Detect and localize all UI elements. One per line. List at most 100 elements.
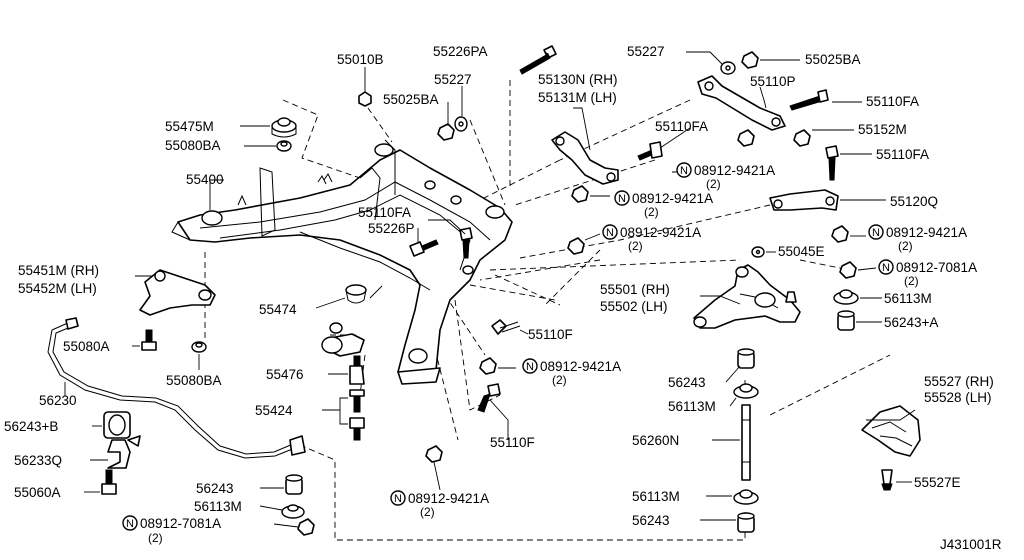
label-56113m-low: 56113M [194,499,242,514]
svg-text:N: N [606,227,614,239]
label-55080ba-low: 55080BA [166,373,222,388]
label-55110p: 55110P [750,74,796,89]
label-56243a: 56243+A [884,315,938,330]
label-55131m: 55131M (LH) [538,90,617,105]
rear-suspension-member-55400 [171,139,513,385]
bolt-55080a [141,329,157,351]
part-labels: 55010B 55226PA 55227 55025BA 55227 55130… [4,44,1002,552]
svg-text:N: N [526,361,534,373]
leader-lines [64,51,916,528]
nut-08912-5 [479,357,497,375]
label-55080ba-top: 55080BA [165,138,221,153]
splash-guard-55527 [861,405,921,457]
label-55475m: 55475M [165,119,214,134]
label-55527-rh: 55527 (RH) [924,374,994,389]
n-symbol-5: N [878,259,894,275]
label-08912-9421a-5: 08912-9421A [540,359,621,374]
mount-insulator-55475m [271,117,297,138]
label-08912-7081a-l-qty: (2) [148,531,163,545]
label-55501: 55501 (RH) [600,282,670,297]
seat-56113m-r3 [733,489,759,505]
figure-code: J431001R [940,537,1002,552]
label-55110fa-left: 55110FA [358,205,411,220]
bolt-55110f-mid [491,319,521,335]
nut-08912-7081a-r [839,261,857,279]
bolt-55110fa-r2 [825,145,839,181]
label-55120q: 55120Q [890,194,938,209]
label-08912-9421a-1: 08912-9421A [694,163,775,178]
n-symbol-3: N [602,224,618,240]
label-08912-9421a-4-qty: (2) [898,239,913,253]
nut-left-55152m [737,129,755,147]
bolt-55226pa [519,45,557,75]
svg-text:N: N [882,262,890,274]
n-symbol-2: N [614,190,630,206]
label-56243b: 56243+B [4,419,58,434]
label-08912-9421a-6-qty: (2) [420,505,435,519]
washer-55045e [751,246,765,258]
seat-56113m-r1 [833,289,859,305]
svg-text:N: N [872,227,880,239]
label-56243-low: 56243 [196,481,234,496]
n-symbol-6: N [522,358,538,374]
label-55045e: 55045E [778,244,825,259]
label-56243-r2: 56243 [632,513,670,528]
n-symbol-4: N [868,224,884,240]
nut-55152m [793,129,811,147]
label-55452m: 55452M (LH) [18,281,97,296]
label-08912-9421a-4: 08912-9421A [886,225,967,240]
nut-55025ba-top [741,51,759,69]
n-symbol-8: N [122,515,138,531]
n-symbol-1: N [676,162,692,178]
label-55025ba-mid: 55025BA [383,92,439,107]
label-55110fa-r2: 55110FA [876,147,929,162]
label-55527e: 55527E [914,475,961,490]
svg-text:N: N [680,165,688,177]
nut-55010b [358,91,372,107]
label-55110f-low: 55110F [490,435,535,450]
label-08912-9421a-2: 08912-9421A [632,191,713,206]
mount-55476 [321,322,365,385]
label-56233q: 56233Q [14,453,62,468]
bushing-56243a [837,310,855,331]
nut-08912-3 [567,237,585,255]
bolt-55060a [101,469,117,495]
bushing-56243-r [737,348,755,369]
svg-text:N: N [126,518,134,530]
label-08912-9421a-3-qty: (2) [628,239,643,253]
upper-link-55110p [697,75,786,131]
label-56243-r: 56243 [668,375,706,390]
label-56113m-r1: 56113M [884,291,932,306]
lower-arm-55501 [693,264,801,329]
n-symbol-7: N [390,490,406,506]
label-55226p: 55226P [368,221,415,236]
bolt-55110fa-r1 [789,89,829,111]
label-08912-9421a-2-qty: (2) [644,205,659,219]
svg-text:N: N [618,193,626,205]
bolt-55424 [349,389,365,441]
clamp-56233q [107,435,141,469]
label-55110fa-mid: 55110FA [655,119,708,134]
nut-08912-7081a-l [297,518,315,536]
label-55226pa: 55226PA [433,44,488,59]
arm-55451m [139,269,216,316]
label-55152m: 55152M [858,122,907,137]
label-55424: 55424 [255,403,293,418]
label-55080a: 55080A [63,339,110,354]
bolt-55110f-low [477,383,501,413]
label-56230: 56230 [39,393,77,408]
label-08912-7081a-r-qty: (2) [904,274,919,288]
lateral-link-55130n [551,131,619,185]
label-55400: 55400 [186,172,224,187]
label-08912-9421a-1-qty: (2) [706,177,721,191]
nut-08912-1 [571,185,589,203]
label-56113m-r3: 56113M [632,489,680,504]
bushing-56243-low [285,474,303,495]
label-55010b: 55010B [337,52,384,67]
label-56113m-r2: 56113M [668,399,716,414]
link-55120q [769,189,839,211]
washer-55227-mid [454,116,468,132]
label-55060a: 55060A [14,485,61,500]
label-55451m: 55451M (RH) [18,263,99,278]
